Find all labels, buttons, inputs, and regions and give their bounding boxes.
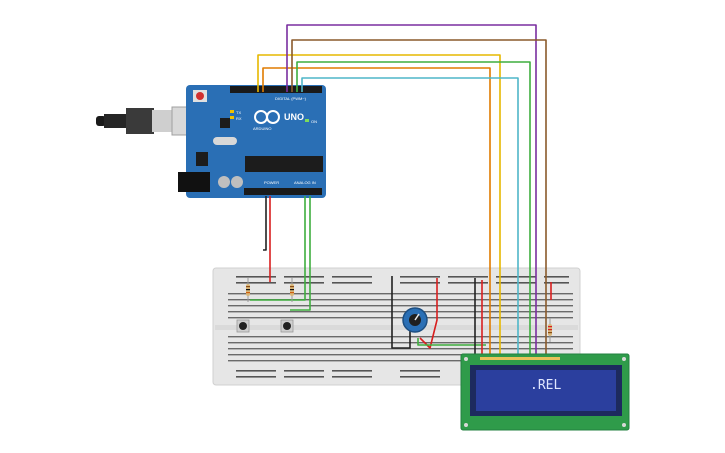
crystal <box>213 137 237 145</box>
power-jack <box>178 172 210 192</box>
power-analog-header <box>244 188 322 195</box>
arduino-uno-board[interactable]: UNO ARDUINO DIGITAL (PWM~) POWER ANALOG … <box>178 85 326 198</box>
lcd-mount-hole-bl <box>464 423 468 427</box>
push-button-2[interactable] <box>280 319 294 333</box>
atmega-chip <box>245 156 323 172</box>
wire-orange[interactable] <box>262 67 491 355</box>
power-label: POWER <box>264 180 279 185</box>
potentiometer-knob-indicator <box>414 313 420 321</box>
wire-button-1[interactable] <box>250 196 306 301</box>
push-button-1[interactable] <box>236 319 250 333</box>
tx-label: TX <box>236 110 241 115</box>
resistor-2[interactable] <box>290 278 294 302</box>
wire-pot-wiper[interactable] <box>417 338 486 346</box>
wires <box>250 24 552 355</box>
lcd-pin-header <box>480 357 560 360</box>
brand-label: ARDUINO <box>253 126 271 131</box>
usb-chip <box>220 118 230 128</box>
wire-green-lcd[interactable] <box>296 61 531 355</box>
tx-led <box>230 110 234 113</box>
lcd-mount-hole-tr <box>622 357 626 361</box>
resistor-3[interactable] <box>548 318 552 342</box>
potentiometer[interactable] <box>402 307 428 333</box>
wire-pot-gnd[interactable] <box>391 276 411 349</box>
wire-yellow[interactable] <box>257 54 501 355</box>
digital-header <box>230 86 322 93</box>
voltage-regulator <box>196 152 208 166</box>
digital-label: DIGITAL (PWM~) <box>275 96 307 101</box>
lcd-screen <box>476 370 616 411</box>
rail-top-holes <box>236 276 569 284</box>
wire-cyan[interactable] <box>301 77 519 355</box>
wire-purple[interactable] <box>286 24 537 355</box>
rx-led <box>230 116 234 119</box>
wire-brown[interactable] <box>291 39 547 355</box>
wire-button-2[interactable] <box>290 196 311 311</box>
capacitor-2 <box>231 176 243 188</box>
lcd-display-16x2[interactable]: .REL <box>460 353 630 431</box>
wire-pot-vcc[interactable] <box>419 278 438 349</box>
rx-label: RX <box>236 116 242 121</box>
on-label: ON <box>311 119 317 124</box>
model-label: UNO <box>284 112 304 122</box>
reset-button-cap <box>196 92 204 100</box>
wire-gnd[interactable] <box>263 196 267 251</box>
on-led <box>305 119 309 122</box>
resistor-1[interactable] <box>246 278 250 302</box>
rail-bottom-holes <box>236 370 440 378</box>
terminal-top-holes <box>228 293 573 319</box>
lcd-text: .REL <box>530 378 561 393</box>
breadboard-center-channel <box>215 325 578 330</box>
lcd-mount-hole-tl <box>464 357 468 361</box>
arduino-logo-icon <box>254 110 280 124</box>
lcd-mount-hole-br <box>622 423 626 427</box>
capacitor-1 <box>218 176 230 188</box>
analog-label: ANALOG IN <box>294 180 316 185</box>
